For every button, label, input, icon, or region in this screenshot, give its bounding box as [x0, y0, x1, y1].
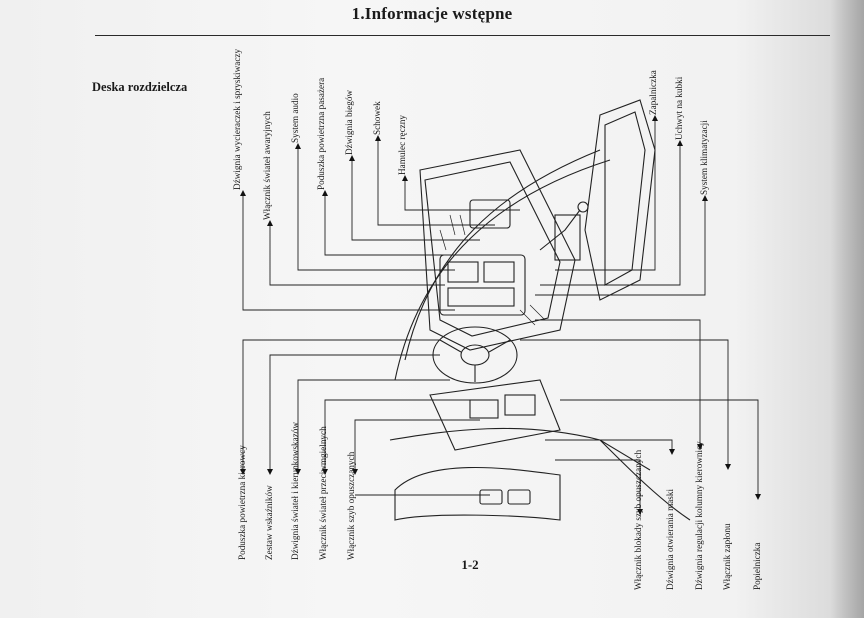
- dashboard-illustration: [389, 99, 691, 521]
- label-cup-holder: Uchwyt na kubki: [674, 76, 684, 140]
- label-gear-lever: Dźwignia biegów: [344, 89, 354, 155]
- label-glovebox: Schowek: [372, 101, 382, 135]
- header-rule: [95, 35, 830, 36]
- page-title: 1.Informacje wstępne: [351, 4, 513, 23]
- label-power-window-switch: Włącznik szyb opuszczanych: [346, 451, 356, 560]
- label-audio-system: System audio: [290, 93, 300, 143]
- label-handbrake: Hamulec ręczny: [397, 115, 407, 175]
- leader-arrowheads: [240, 115, 761, 515]
- label-cigarette-lighter: Zapalniczka: [648, 70, 658, 115]
- label-instrument-cluster: Zestaw wskaźników: [264, 485, 274, 560]
- page-edge-shadow: [830, 0, 864, 618]
- label-fog-light-switch: Włącznik świateł przeciwmgielnych: [318, 426, 328, 560]
- label-hood-release: Dźwignia otwierania maski: [665, 488, 675, 590]
- leader-lines: [242, 120, 759, 510]
- label-lights-turn-lever: Dźwignia świateł i kierunkowskazów: [290, 421, 300, 560]
- label-hazard-switch: Włącznik świateł awaryjnych: [262, 111, 272, 220]
- label-climate-system: System klimatyzacji: [699, 120, 709, 195]
- section-heading: Deska rozdzielcza: [92, 80, 188, 94]
- label-passenger-airbag: Poduszka powietrzna pasażera: [316, 77, 326, 190]
- page-number: 1-2: [461, 557, 479, 572]
- label-driver-airbag: Poduszka powietrzna kierowcy: [237, 445, 247, 560]
- label-wiper-lever: Dźwignia wycieraczek i spryskiwaczy: [232, 48, 242, 190]
